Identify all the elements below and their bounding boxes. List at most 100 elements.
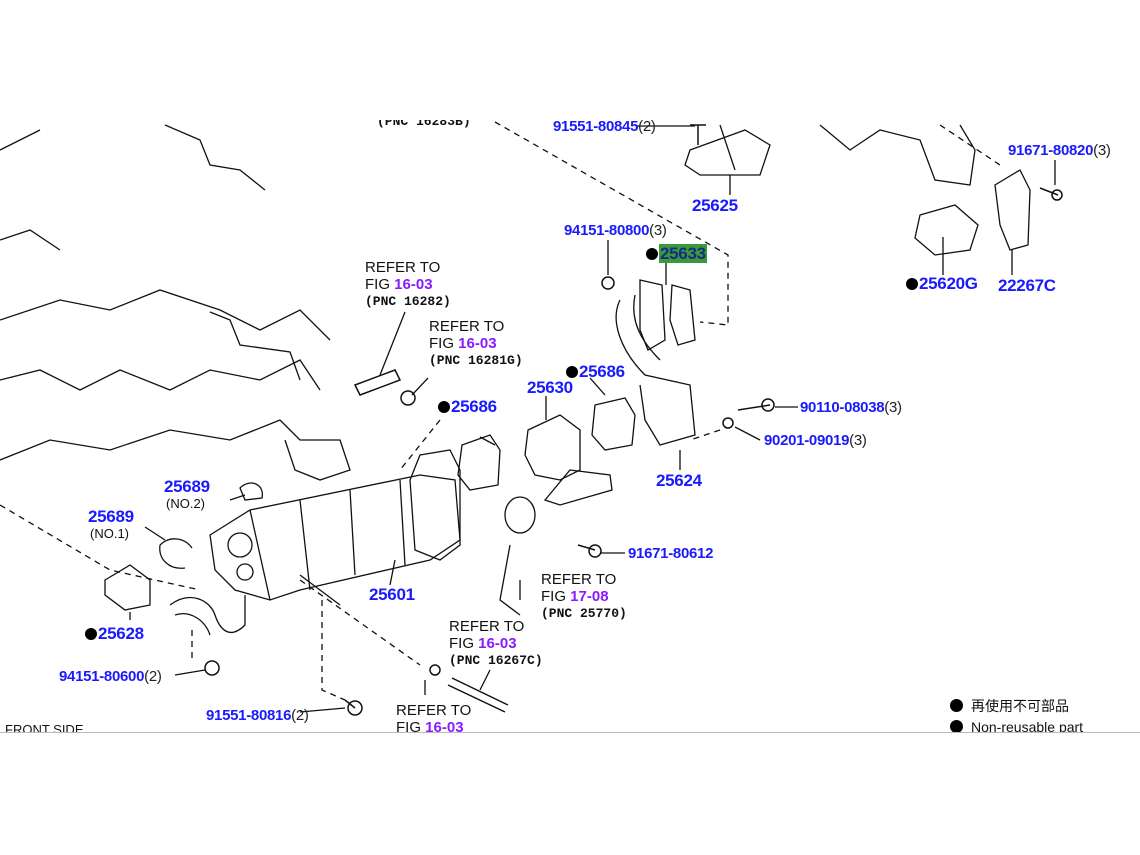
gasket-25686-left — [457, 434, 501, 491]
bracket-25625 — [684, 124, 771, 176]
label-25689-no1[interactable]: 25689 — [88, 507, 134, 526]
refer-text: REFER TO — [396, 702, 472, 719]
part-number: 90201-09019 — [764, 432, 850, 449]
part-number: 25686 — [579, 362, 625, 381]
part-number: 94151-80800 — [564, 222, 650, 239]
quantity: (2) — [291, 707, 309, 724]
refer-text: REFER TO — [429, 318, 505, 335]
non-reusable-dot-icon — [950, 720, 963, 733]
label-25630[interactable]: 25630 — [527, 378, 573, 397]
part-number: 25628 — [98, 624, 144, 643]
legend-jp: 再使用不可部品 — [950, 696, 1083, 717]
quantity: (3) — [649, 222, 667, 239]
part-number: 91551-80845 — [553, 120, 639, 135]
refer-text: REFER TO — [449, 618, 525, 635]
label-91551-80816[interactable]: 91551-80816(2) — [206, 707, 309, 724]
egr-pipe — [169, 595, 246, 636]
label-25633[interactable]: 25633 — [646, 244, 707, 264]
pnc: (PNC 25770) — [541, 606, 627, 621]
non-reusable-dot-icon — [906, 278, 918, 290]
part-number: 25620G — [919, 274, 978, 293]
fig-prefix: FIG — [449, 635, 479, 652]
pnc: (PNC 16281G) — [429, 353, 523, 368]
gasket-25633 — [639, 279, 696, 351]
fig-link[interactable]: 17-08 — [570, 588, 609, 605]
refer-text: REFER TO — [365, 259, 441, 276]
fig-prefix: FIG — [396, 719, 426, 733]
non-reusable-dot-icon — [646, 248, 658, 260]
label-91551-80845[interactable]: 91551-80845(2) — [553, 120, 656, 135]
part-number: 91671-80612 — [628, 545, 714, 562]
pnc: (PNC 16267C) — [449, 653, 543, 668]
diagram-viewport: 91551-80845(2) 25625 94151-80800(3) 2563… — [0, 120, 1140, 733]
label-25601[interactable]: 25601 — [369, 585, 415, 604]
fig-link[interactable]: 16-03 — [425, 719, 464, 733]
quantity: (3) — [849, 432, 867, 449]
clamp-no1 — [159, 538, 193, 569]
bracket-22267C — [994, 169, 1031, 251]
gasket-25686-right — [591, 397, 636, 451]
label-25628[interactable]: 25628 — [85, 624, 144, 644]
note-no1: (NO.1) — [90, 526, 129, 541]
egr-cooler-25601 — [209, 449, 461, 606]
viewport-bottom-border — [0, 732, 1140, 733]
part-number: 25686 — [451, 397, 497, 416]
label-25686-right[interactable]: 25686 — [566, 362, 625, 382]
label-25689-no2[interactable]: 25689 — [164, 477, 210, 496]
egr-valve-25630 — [499, 414, 613, 616]
quantity: (2) — [144, 668, 162, 685]
non-reusable-dot-icon — [438, 401, 450, 413]
label-22267C[interactable]: 22267C — [998, 276, 1056, 295]
leader-lines — [129, 125, 1056, 713]
diagram-drawing — [0, 121, 1063, 716]
label-90110-08038[interactable]: 90110-08038(3) — [800, 399, 902, 416]
pnc: (PNC 16283B) — [377, 120, 471, 129]
part-number: 90110-08038 — [800, 399, 885, 416]
ref-pnc-16283b[interactable]: (PNC 16283B) — [377, 120, 471, 130]
label-94151-80800[interactable]: 94151-80800(3) — [564, 222, 667, 239]
label-25625[interactable]: 25625 — [692, 196, 738, 215]
legend: 再使用不可部品 Non-reusable part — [950, 696, 1083, 733]
fig-link[interactable]: 16-03 — [394, 276, 433, 293]
dashed-leaders — [0, 121, 1001, 701]
front-side-label: FRONT SIDE — [5, 722, 84, 733]
label-25686-left[interactable]: 25686 — [438, 397, 497, 417]
legend-en-text: Non-reusable part — [971, 719, 1084, 733]
egr-pipe-25624 — [615, 294, 696, 446]
part-number: 94151-80600 — [59, 668, 145, 685]
fig-link[interactable]: 16-03 — [458, 335, 497, 352]
fig-prefix: FIG — [429, 335, 459, 352]
clamp-no2 — [239, 482, 263, 501]
label-90201-09019[interactable]: 90201-09019(3) — [764, 432, 867, 449]
legend-jp-text: 再使用不可部品 — [971, 698, 1069, 714]
non-reusable-dot-icon — [85, 628, 97, 640]
pnc: (PNC 16282) — [365, 294, 451, 309]
quantity: (3) — [1093, 142, 1111, 159]
quantity: (3) — [884, 399, 902, 416]
part-number: 91671-80820 — [1008, 142, 1094, 159]
part-number: 91551-80816 — [206, 707, 292, 724]
non-reusable-dot-icon — [566, 366, 578, 378]
note-no2: (NO.2) — [166, 496, 205, 511]
legend-en: Non-reusable part — [950, 717, 1083, 733]
label-25620G[interactable]: 25620G — [906, 274, 978, 294]
fig-prefix: FIG — [541, 588, 571, 605]
part-number-highlighted: 25633 — [659, 244, 707, 263]
label-94151-80600[interactable]: 94151-80600(2) — [59, 668, 162, 685]
label-91671-80820[interactable]: 91671-80820(3) — [1008, 142, 1111, 159]
refer-text: REFER TO — [541, 571, 617, 588]
label-91671-80612[interactable]: 91671-80612 — [628, 545, 713, 562]
manifold-outline — [819, 124, 976, 186]
fig-prefix: FIG — [365, 276, 395, 293]
gasket-25628 — [104, 564, 151, 611]
engine-block-outline — [0, 124, 351, 481]
fig-link[interactable]: 16-03 — [478, 635, 517, 652]
label-25624[interactable]: 25624 — [656, 471, 702, 490]
gasket-25620G — [914, 204, 979, 256]
